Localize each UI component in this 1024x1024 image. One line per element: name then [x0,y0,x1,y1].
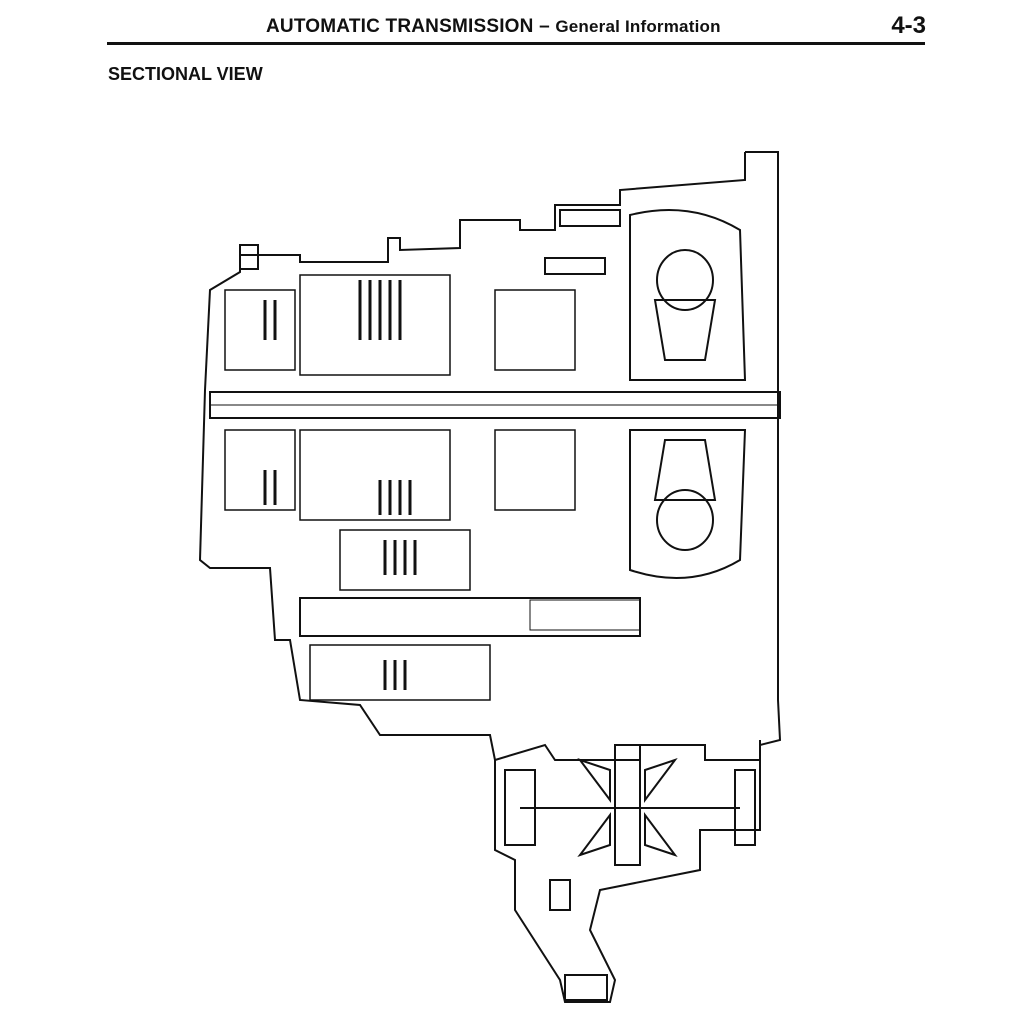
header-rule [107,42,925,45]
header-separator: – [539,16,550,37]
torque-converter [629,209,747,381]
running-header: AUTOMATIC TRANSMISSION – General Informa… [266,16,721,38]
header-subtitle: General Information [555,17,721,36]
bolts [239,209,621,1001]
differential [504,744,756,866]
header-title: AUTOMATIC TRANSMISSION [266,16,534,37]
transmission-case-outline [494,151,782,1003]
section-title: SECTIONAL VIEW [108,64,263,84]
page-number: 4-3 [891,12,926,39]
clutch-packs [224,274,576,701]
